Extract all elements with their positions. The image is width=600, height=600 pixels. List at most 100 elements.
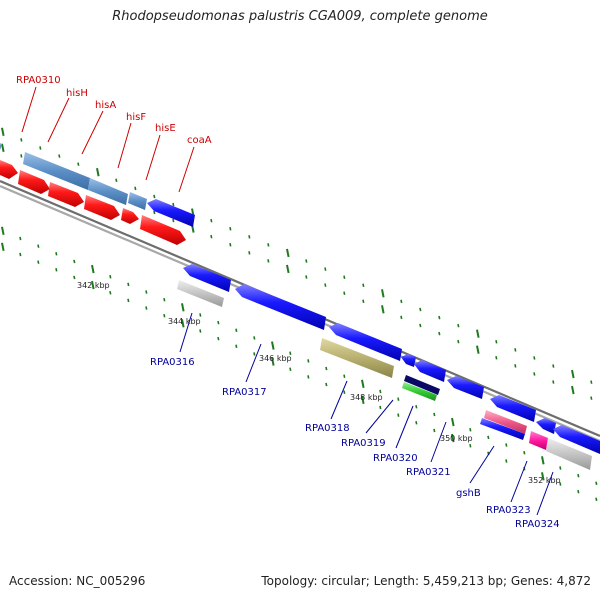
tick-mark <box>153 194 156 199</box>
gene-arrow[interactable] <box>147 199 195 227</box>
tick-mark <box>235 344 238 349</box>
tick-mark <box>199 329 202 333</box>
gene-arrow[interactable] <box>183 264 231 292</box>
tick-mark <box>451 417 455 427</box>
tick-mark <box>19 252 22 257</box>
tick-mark <box>397 397 400 401</box>
gene-label[interactable]: hisE <box>155 123 176 134</box>
gene-bar[interactable] <box>484 410 527 434</box>
kbp-label: 348 kbp <box>350 393 383 402</box>
tick-mark <box>552 380 555 384</box>
tick-mark <box>533 372 536 376</box>
gene-arrow[interactable] <box>0 160 18 179</box>
tick-mark <box>1 242 5 252</box>
gene-arrow[interactable] <box>536 418 556 434</box>
tick-mark <box>343 275 346 279</box>
tick-mark <box>559 482 562 486</box>
tick-mark <box>457 339 460 344</box>
tick-mark <box>305 275 308 279</box>
tick-mark <box>476 329 480 338</box>
gene-label[interactable]: coaA <box>187 135 212 146</box>
tick-mark <box>248 235 251 239</box>
tick-mark <box>559 466 562 470</box>
gene-arrow[interactable] <box>84 195 120 220</box>
tick-mark <box>229 242 232 247</box>
tick-mark <box>20 154 23 158</box>
tick-mark <box>523 450 526 455</box>
gene-label[interactable]: hisH <box>66 88 88 99</box>
gene-bar[interactable] <box>177 280 224 307</box>
gene-label[interactable]: RPA0317 <box>222 387 267 398</box>
gene-bar[interactable] <box>529 431 548 450</box>
tick-mark <box>229 226 232 231</box>
tick-mark <box>457 323 460 328</box>
tick-mark <box>172 218 175 223</box>
gene-bar[interactable] <box>546 438 592 470</box>
tick-mark <box>73 275 76 280</box>
tick-mark <box>115 178 118 183</box>
gene-arrow[interactable] <box>553 425 600 454</box>
tick-mark <box>145 290 148 294</box>
gene-bar[interactable] <box>128 192 147 210</box>
tick-mark <box>210 218 213 223</box>
gene-arrow[interactable] <box>48 182 84 207</box>
tick-mark <box>533 356 536 360</box>
gene-label[interactable]: RPA0324 <box>515 519 560 530</box>
tick-mark <box>253 352 256 356</box>
tick-mark <box>217 320 220 325</box>
gene-arrow[interactable] <box>329 323 402 361</box>
gene-arrow[interactable] <box>490 395 536 422</box>
tick-mark <box>20 138 23 142</box>
gene-bar[interactable] <box>402 382 437 401</box>
gene-label[interactable]: gshB <box>456 488 481 499</box>
tick-mark <box>419 307 422 312</box>
tick-mark <box>505 459 508 463</box>
gene-arrow[interactable] <box>447 376 484 399</box>
gene-bar[interactable] <box>0 143 2 150</box>
tick-mark <box>271 341 275 350</box>
gene-arrow[interactable] <box>121 208 139 224</box>
tick-mark <box>379 389 382 394</box>
bottom-gene-labels: RPA0316 RPA0317 RPA0318 RPA0319 RPA0320 … <box>150 312 560 530</box>
gene-arrow[interactable] <box>140 215 186 245</box>
tick-mark <box>343 291 346 295</box>
gene-bar[interactable] <box>320 338 394 378</box>
tick-mark <box>91 264 95 274</box>
gene-bar[interactable] <box>480 418 525 440</box>
tick-mark <box>541 472 545 481</box>
tick-marks <box>1 127 598 502</box>
gene-label[interactable]: RPA0320 <box>373 453 418 464</box>
gene-arrow[interactable] <box>414 360 446 382</box>
gene-bar[interactable] <box>23 152 90 190</box>
tick-mark <box>39 146 42 150</box>
tick-mark <box>19 236 22 241</box>
gene-arrow[interactable] <box>401 354 416 367</box>
tick-mark <box>590 380 593 384</box>
gene-arrow[interactable] <box>235 284 326 330</box>
gene-bar[interactable] <box>404 375 440 395</box>
gene-label[interactable]: RPA0316 <box>150 357 195 368</box>
tick-mark <box>571 369 575 379</box>
gene-label[interactable]: RPA0318 <box>305 423 350 434</box>
gene-label[interactable]: RPA0323 <box>486 505 531 516</box>
tick-mark <box>153 210 156 215</box>
tick-mark <box>438 315 441 320</box>
gene-label[interactable]: RPA0321 <box>406 467 451 478</box>
kbp-label: 350 kbp <box>440 434 473 443</box>
tick-mark <box>552 364 555 368</box>
tick-mark <box>419 323 422 328</box>
gene-label[interactable]: RPA0319 <box>341 438 386 449</box>
gene-label[interactable]: hisF <box>126 112 146 123</box>
tick-mark <box>305 259 308 263</box>
tick-mark <box>235 328 238 333</box>
gene-label[interactable]: hisA <box>95 100 116 111</box>
reverse-strand <box>177 264 600 470</box>
gene-bar[interactable] <box>88 178 128 205</box>
gene-arrow[interactable] <box>18 170 50 194</box>
tick-mark <box>343 374 346 378</box>
gene-label[interactable]: RPA0310 <box>16 75 61 86</box>
tick-mark <box>163 313 166 318</box>
tick-mark <box>55 252 58 256</box>
tick-mark <box>289 351 292 356</box>
